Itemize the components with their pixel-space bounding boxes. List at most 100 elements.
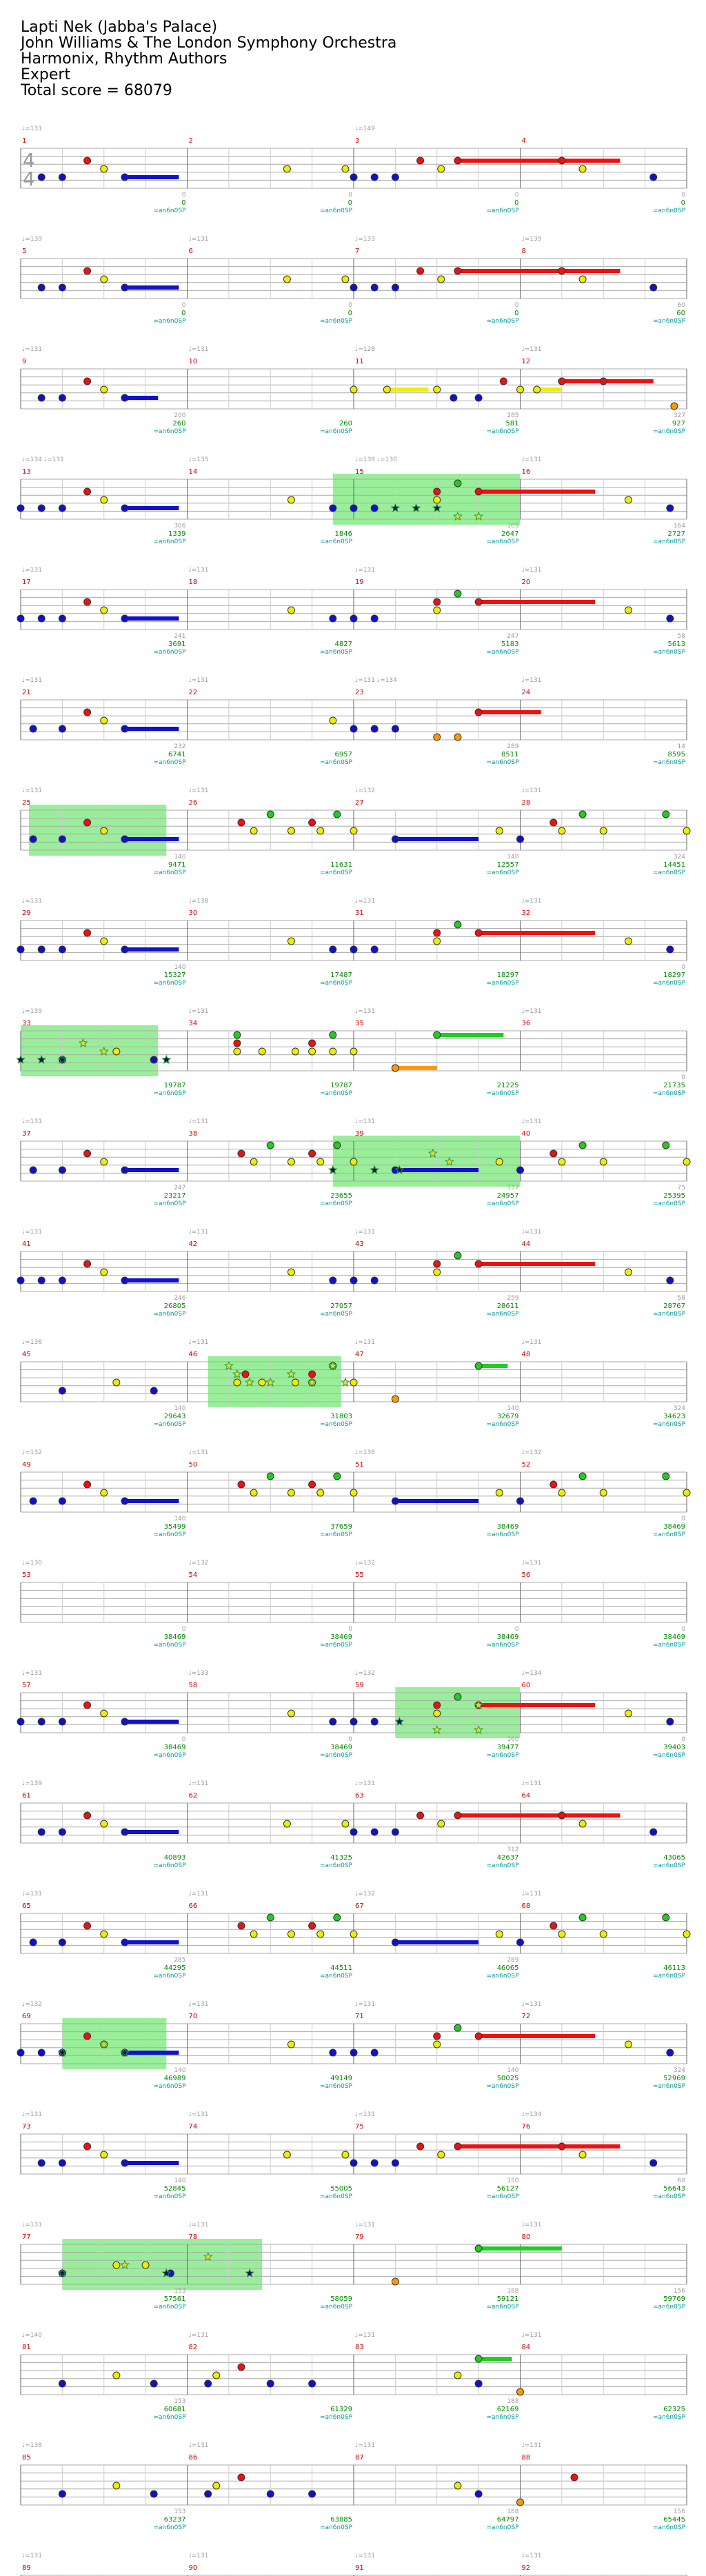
note-gem <box>433 385 441 394</box>
note-gem <box>83 1811 92 1820</box>
note-gem <box>578 275 587 283</box>
tempo-marker: ♩=138 <box>22 2442 42 2449</box>
measure-points: 14 <box>678 743 686 750</box>
note-gem <box>100 1820 108 1828</box>
measure-number: 32 <box>522 909 531 917</box>
sp-path-label: =an6n0SP <box>486 649 519 656</box>
time-signature-bottom: 4 <box>23 168 35 190</box>
note-gem <box>150 2379 158 2388</box>
star-note <box>245 1377 255 1387</box>
sp-path-label: =an6n0SP <box>653 1973 686 1980</box>
note-gem <box>350 173 358 181</box>
measure-points: 0 <box>681 192 685 199</box>
running-score: 5613 <box>668 641 685 648</box>
running-score: 260 <box>339 420 352 427</box>
note-gem <box>454 157 462 165</box>
sp-path-label: =an6n0SP <box>653 208 686 214</box>
sustain-tail <box>124 1168 179 1172</box>
sp-path-label: =an6n0SP <box>320 428 353 435</box>
running-score: 15327 <box>164 972 186 979</box>
tempo-marker: ♩=131 <box>189 1780 209 1787</box>
note-gem <box>350 1489 358 1497</box>
sp-path-label: =an6n0SP <box>320 208 353 214</box>
measure-number: 67 <box>355 1902 364 1910</box>
note-gem <box>291 1047 299 1056</box>
note-gem <box>416 1811 425 1820</box>
note-gem <box>29 1497 37 1505</box>
sustain-tail <box>124 285 179 290</box>
sp-path-label: =an6n0SP <box>486 539 519 545</box>
tempo-marker: ♩=131 <box>522 2222 542 2228</box>
note-gem <box>58 1387 66 1395</box>
note-gem <box>683 1930 691 1938</box>
note-gem <box>37 283 46 292</box>
note-gem <box>112 2261 121 2269</box>
measure-points: 60 <box>678 2177 686 2184</box>
measure-number: 52 <box>522 1461 531 1469</box>
note-gem <box>350 2159 358 2167</box>
measure-number: 37 <box>22 1130 31 1138</box>
running-score: 46065 <box>497 1964 519 1972</box>
sustain-tail <box>478 1703 596 1707</box>
note-gem <box>258 1378 266 1387</box>
tempo-marker: ♩=131 <box>22 1118 42 1125</box>
note-gem <box>391 1064 399 1072</box>
measure-number: 10 <box>189 358 198 365</box>
star-note <box>307 1377 317 1387</box>
tempo-marker: ♩=131 <box>189 2222 209 2228</box>
measure-points: 0 <box>681 964 685 971</box>
note-gem <box>350 1828 358 1836</box>
measure-points: 140 <box>507 1405 518 1412</box>
tempo-marker: ♩=133 <box>189 1670 209 1677</box>
measure-number: 1 <box>22 137 26 145</box>
tempo-marker: ♩=131 <box>189 2442 209 2449</box>
note-gem <box>83 377 92 385</box>
tempo-marker: ♩=131 <box>22 2553 42 2559</box>
note-gem <box>433 929 441 937</box>
sp-path-label: =an6n0SP <box>320 1311 353 1318</box>
measure-number: 84 <box>522 2344 531 2351</box>
note-gem <box>474 1260 483 1268</box>
tempo-marker: ♩=132 <box>355 1891 375 1898</box>
running-score: 32679 <box>497 1413 519 1420</box>
note-gem <box>37 2159 46 2167</box>
note-gem <box>370 283 379 292</box>
measure-number: 60 <box>522 1682 531 1689</box>
note-gem <box>433 598 441 606</box>
tempo-marker: ♩=131 <box>22 567 42 574</box>
measure-number: 40 <box>522 1130 531 1138</box>
note-gem <box>329 716 337 725</box>
measure-number: 72 <box>522 2013 531 2020</box>
note-gem <box>121 1828 129 1836</box>
note-gem <box>649 1828 658 1836</box>
star-note <box>265 1377 276 1387</box>
note-gem <box>58 1497 66 1505</box>
star-note <box>394 1165 405 1174</box>
note-gem <box>624 1268 632 1276</box>
note-gem <box>121 1276 129 1285</box>
measure-number: 53 <box>22 1571 31 1579</box>
star-note <box>327 1360 338 1370</box>
tempo-marker: ♩=149 <box>355 125 375 132</box>
star-note <box>57 2047 68 2057</box>
running-score: 38469 <box>164 1633 186 1641</box>
note-gem <box>266 810 274 818</box>
note-gem <box>350 725 358 733</box>
tempo-marker: ♩=131 <box>522 1780 542 1787</box>
note-gem <box>370 1276 379 1285</box>
note-gem <box>233 1378 241 1387</box>
note-gem <box>454 479 462 487</box>
measure-number: 26 <box>189 799 198 807</box>
note-gem <box>316 1489 325 1497</box>
tempo-marker: ♩=131 <box>355 1229 375 1236</box>
measure-points: 285 <box>507 412 518 419</box>
tempo-marker: ♩=131 <box>22 125 42 132</box>
running-score: 38469 <box>663 1523 685 1531</box>
tempo-marker: ♩=131 <box>522 1891 542 1898</box>
measure-points: 0 <box>348 1736 352 1743</box>
running-score: 8595 <box>668 751 685 758</box>
measure-number: 88 <box>522 2454 531 2462</box>
song-header: Lapti Nek (Jabba's Palace) John Williams… <box>21 19 396 99</box>
tempo-marker: ♩=131 <box>355 1008 375 1015</box>
note-gem <box>287 2040 295 2049</box>
